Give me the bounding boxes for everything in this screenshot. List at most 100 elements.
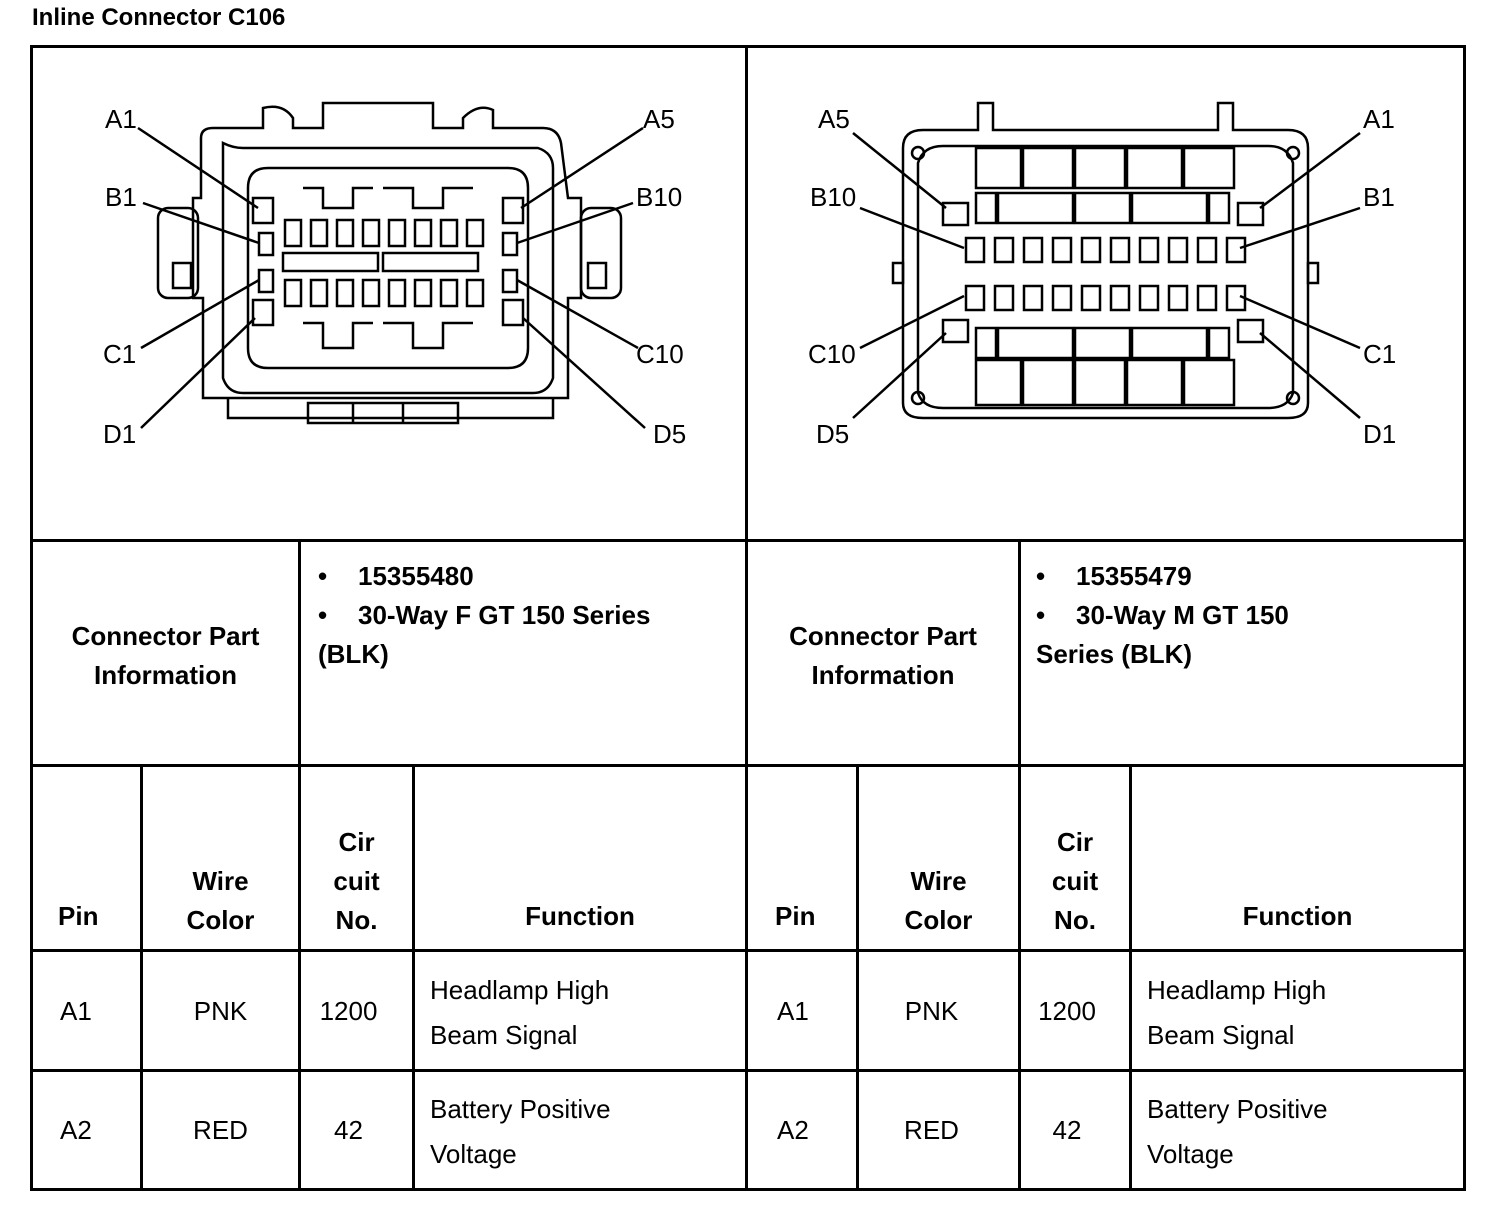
pin-label-d1: D1: [103, 419, 136, 449]
header-pin: Pin: [58, 901, 99, 931]
header-pin: Pin: [775, 901, 816, 931]
contact-cavity: [1022, 284, 1044, 312]
table-row-circuit: 1200: [1038, 996, 1096, 1026]
table-row-color: RED: [193, 1115, 248, 1145]
part-heading-line-2: Information: [811, 660, 955, 690]
contact-cavity: [1225, 236, 1247, 264]
header-circuit-no: Cir cuit No.: [301, 823, 412, 940]
contact-cavity: [974, 326, 998, 360]
contact-cavity: [964, 236, 986, 264]
part-info-values-left: •15355480 •30-Way F GT 150 Series (BLK): [318, 557, 738, 674]
contact-cavity: [1073, 191, 1132, 225]
contact-cavity: [996, 326, 1075, 360]
header-cir: Cir: [338, 827, 375, 857]
divider-pin-left: [140, 764, 143, 1191]
header-cir: Cir: [1056, 827, 1094, 857]
pin-label-d1-male: D1: [1363, 419, 1396, 449]
pin-label-a5-male: A5: [818, 104, 850, 134]
contact-cavity: [335, 218, 355, 248]
contact-cavity: [439, 218, 459, 248]
part-heading-line-1: Connector Part: [71, 621, 260, 651]
contact-cavity: [1167, 284, 1189, 312]
table-row-pin: A1: [60, 996, 92, 1026]
header-color: Color: [904, 905, 973, 935]
divider-circ-left: [412, 764, 415, 1191]
divider-row-1: [30, 1069, 1466, 1072]
part-number: 15355479: [1076, 561, 1192, 591]
contact-cavity: [993, 236, 1015, 264]
divider-center: [745, 45, 748, 1191]
contact-cavity: [1109, 284, 1131, 312]
divider-part-info: [30, 764, 1466, 767]
table-row-circuit: 42: [1052, 1115, 1082, 1145]
pin-label-c10-male: C10: [808, 339, 856, 369]
table-row-pin: A2: [777, 1115, 809, 1145]
contact-cavity: [993, 284, 1015, 312]
pin-label-a1: A1: [105, 104, 137, 134]
part-description-cont: Series (BLK): [1036, 639, 1193, 669]
contact-cavity: [974, 191, 998, 225]
contact-cavity: [1073, 326, 1132, 360]
contact-cavity: [309, 278, 329, 308]
part-heading-line-1: Connector Part: [789, 621, 977, 651]
part-description-cont: (BLK): [318, 639, 389, 669]
bullet: •: [318, 561, 328, 591]
divider-diagram: [30, 539, 1466, 542]
contact-cavity: [1130, 191, 1209, 225]
pin-label-c1: C1: [103, 339, 136, 369]
contact-cavity: [1073, 146, 1127, 190]
header-function: Function: [525, 901, 635, 931]
divider-circ-right: [1129, 764, 1132, 1191]
contact-cavity: [974, 358, 1023, 407]
table-row-circuit: 1200: [319, 996, 378, 1026]
contact-cavity: [1138, 236, 1160, 264]
part-description: 30-Way F GT 150 Series: [358, 600, 651, 630]
page-title: Inline Connector C106: [32, 4, 286, 31]
bullet: •: [1036, 561, 1046, 591]
function-line-2: Beam Signal: [430, 1020, 578, 1050]
divider-header: [30, 949, 1466, 952]
contact-cavity: [413, 218, 433, 248]
bullet: •: [318, 600, 328, 630]
contact-cavity: [1109, 236, 1131, 264]
header-wire-color: Wire Color: [143, 862, 298, 940]
table-row-pin: A2: [60, 1115, 92, 1145]
pin-label-c10: C10: [636, 339, 684, 369]
function-line-2: Voltage: [1147, 1139, 1234, 1169]
contact-cavity: [361, 218, 381, 248]
contact-cavity: [335, 278, 355, 308]
contact-cavity: [1207, 191, 1231, 225]
contact-cavity: [1125, 146, 1184, 190]
table-row-color: PNK: [904, 996, 959, 1026]
pin-label-c1-male: C1: [1363, 339, 1396, 369]
header-wire: Wire: [910, 866, 967, 896]
contact-cavity: [283, 218, 303, 248]
contact-cavity: [465, 278, 485, 308]
contact-cavity: [1073, 358, 1127, 407]
table-row-pin: A1: [777, 996, 809, 1026]
contact-cavity: [387, 218, 407, 248]
table-row-function: Headlamp High Beam Signal: [1147, 968, 1326, 1058]
part-info-values-right: •15355479 •30-Way M GT 150 Series (BLK): [1036, 557, 1456, 674]
contact-cavity: [387, 278, 407, 308]
table-row-function: Battery Positive Voltage: [430, 1087, 611, 1177]
contact-cavity: [1080, 284, 1102, 312]
function-line-1: Headlamp High: [1147, 975, 1327, 1005]
function-line-2: Voltage: [430, 1139, 517, 1169]
connector-diagram-female: A1 B1 C1 D1 A5 B10 C10 D5: [103, 101, 686, 449]
table-row-function: Battery Positive Voltage: [1147, 1087, 1328, 1177]
contact-cavity: [1207, 326, 1231, 360]
function-line-1: Battery Positive: [1147, 1094, 1328, 1124]
table-row-function: Headlamp High Beam Signal: [430, 968, 609, 1058]
contact-cavity: [1021, 358, 1075, 407]
contact-cavity: [996, 191, 1075, 225]
table-row-circuit: 42: [334, 1115, 363, 1145]
header-color: Color: [186, 905, 255, 935]
pin-label-a1-male: A1: [1363, 104, 1395, 134]
header-wire-color: Wire Color: [859, 862, 1018, 940]
pin-label-b10: B10: [636, 182, 682, 212]
contact-cavity: [1130, 326, 1209, 360]
pin-label-b1-male: B1: [1363, 182, 1395, 212]
divider-pin-right: [856, 764, 859, 1191]
pin-label-d5: D5: [653, 419, 686, 449]
